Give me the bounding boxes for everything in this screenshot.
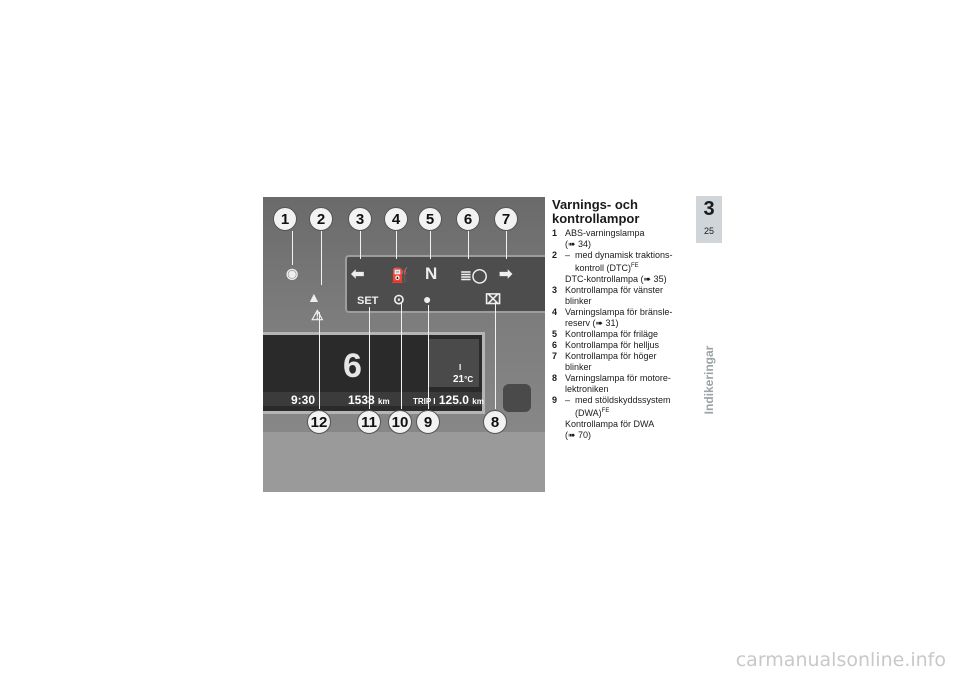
watermark: carmanualsonline.info — [735, 649, 946, 671]
trip-readout: TRIP I 125.0 km — [413, 393, 484, 407]
clock-readout: 9:30 — [291, 393, 316, 407]
dash-bullet: – — [565, 250, 571, 260]
instrument-cluster-photo: ◉ ▲ ⚠ ⬅ ⛽ N ≣◯ ➡ SET ⊙ ● ⌧ 6 I 21°C 9:30… — [263, 197, 545, 492]
fuel-level-mark: I — [459, 363, 462, 372]
callout-10: 10 — [388, 410, 412, 434]
fe-superscript: FE — [601, 408, 610, 414]
callout-5: 5 — [418, 207, 442, 231]
fuel-reserve-icon: ⛽ — [391, 267, 409, 283]
engine-electronics-warning-icon: ⌧ — [485, 291, 502, 307]
lower-housing — [263, 432, 545, 492]
item-number: 1 — [552, 228, 558, 238]
item-number: 3 — [552, 285, 558, 295]
abs-warning-icon: ◉ — [286, 265, 299, 281]
item-text: med stöldskyddssystem — [575, 395, 671, 405]
item-text: DTC-kontrollampa (➠ 35) — [565, 274, 667, 284]
item-text: reserv (➠ 31) — [565, 318, 619, 328]
telltale-panel — [345, 255, 545, 313]
callout-8: 8 — [483, 410, 507, 434]
left-turn-signal-icon: ⬅ — [351, 266, 365, 283]
callout-11: 11 — [357, 410, 381, 434]
list-item: 9 –med stöldskyddssystem (DWA)FE Kontrol… — [552, 395, 687, 441]
legend-list: 1 ABS-varningslampa(➠ 34) 2 –med dynamis… — [552, 228, 687, 441]
callout-12: 12 — [307, 410, 331, 434]
chapter-tab — [696, 196, 722, 243]
item-text: Kontrollampa för friläge — [565, 329, 659, 339]
item-text: blinker — [565, 296, 592, 306]
list-item: 1 ABS-varningslampa(➠ 34) — [552, 228, 687, 250]
traction-control-icon: ▲ — [307, 289, 321, 305]
fog-light-icon: ⊙ — [393, 291, 405, 307]
anti-theft-indicator-icon: ● — [423, 291, 432, 307]
chapter-label-container: Indikeringar — [700, 340, 718, 420]
item-number: 7 — [552, 351, 558, 361]
high-beam-icon: ≣◯ — [460, 267, 488, 283]
item-text: Kontrollampa för DWA — [565, 419, 655, 429]
item-text: Varningslampa för bränsle- — [565, 307, 673, 317]
temperature-readout: 21°C — [453, 374, 474, 385]
leader-line — [495, 302, 496, 409]
list-item: 2 –med dynamisk traktions- kontroll (DTC… — [552, 250, 687, 285]
callout-3: 3 — [348, 207, 372, 231]
item-text: Kontrollampa för vänster — [565, 285, 664, 295]
callout-1: 1 — [273, 207, 297, 231]
item-text: kontroll (DTC) — [575, 263, 632, 273]
chapter-label: Indikeringar — [702, 345, 716, 415]
item-text: lektroniken — [565, 384, 609, 394]
item-number: 9 — [552, 395, 558, 405]
leader-line — [321, 231, 322, 285]
leader-line — [506, 231, 507, 259]
item-text: (➠ 70) — [565, 430, 592, 440]
item-number: 4 — [552, 307, 558, 317]
leader-line — [428, 305, 429, 409]
callout-9: 9 — [416, 410, 440, 434]
dash-bullet: – — [565, 395, 571, 405]
callout-4: 4 — [384, 207, 408, 231]
cruise-set-indicator: SET — [357, 295, 379, 307]
chapter-number: 3 — [703, 198, 715, 220]
callout-2: 2 — [309, 207, 333, 231]
leader-line — [430, 231, 431, 259]
item-number: 8 — [552, 373, 558, 383]
leader-line — [396, 231, 397, 259]
leader-line — [401, 302, 402, 409]
gear-indicator: 6 — [343, 347, 362, 385]
item-text: Kontrollampa för höger — [565, 351, 657, 361]
page-number: 25 — [703, 226, 714, 236]
leader-line — [360, 231, 361, 259]
list-item: 5 Kontrollampa för friläge — [552, 329, 687, 340]
item-text: (➠ 34) — [565, 239, 592, 249]
lcd-bottom-strip — [263, 392, 482, 406]
item-text: (DWA) — [575, 408, 602, 418]
leader-line — [292, 231, 293, 265]
leader-line — [319, 312, 320, 409]
leader-line — [369, 307, 370, 409]
control-knob — [503, 384, 531, 412]
general-warning-icon: ⚠ — [311, 307, 324, 323]
leader-line — [468, 231, 469, 259]
lcd-info-box — [429, 339, 479, 387]
list-item: 4 Varningslampa för bränsle-reserv (➠ 31… — [552, 307, 687, 329]
odometer-readout: 1538 km — [348, 393, 390, 407]
item-number: 5 — [552, 329, 558, 339]
callout-6: 6 — [456, 207, 480, 231]
item-text: blinker — [565, 362, 592, 372]
list-item: 8 Varningslampa för motore-lektroniken — [552, 373, 687, 395]
item-number: 6 — [552, 340, 558, 350]
list-item: 6 Kontrollampa för helljus — [552, 340, 687, 351]
item-text: Varningslampa för motore- — [565, 373, 671, 383]
item-text: ABS-varningslampa — [565, 228, 645, 238]
item-number: 2 — [552, 250, 558, 260]
item-text: Kontrollampa för helljus — [565, 340, 660, 350]
fe-superscript: FE — [631, 263, 639, 269]
neutral-indicator-icon: N — [425, 264, 438, 283]
callout-7: 7 — [494, 207, 518, 231]
item-text: med dynamisk traktions- — [575, 250, 673, 260]
section-heading: Varnings- och kontrollampor — [552, 197, 640, 226]
right-turn-signal-icon: ➡ — [499, 266, 513, 283]
